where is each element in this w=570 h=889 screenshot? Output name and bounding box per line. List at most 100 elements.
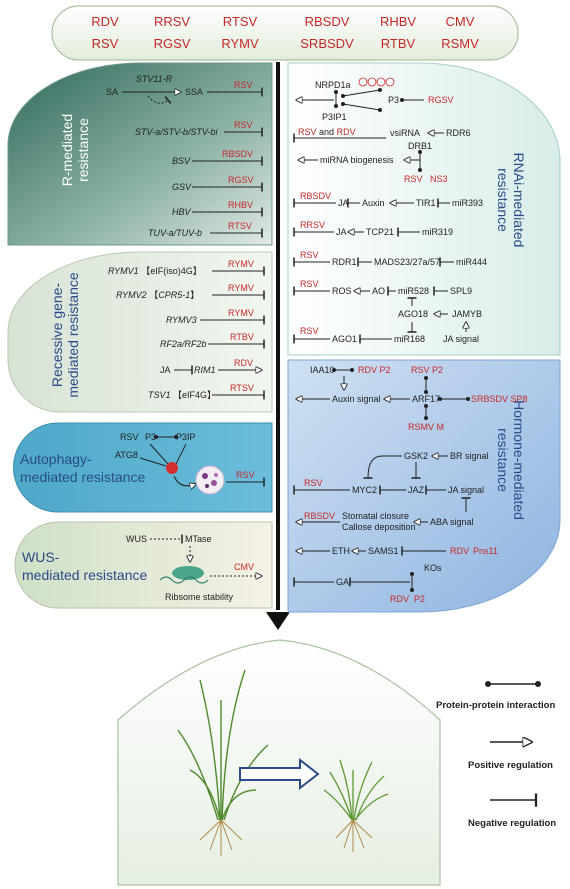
central-arrow-head [266,612,290,630]
node-aba-signal: ABA signal [430,517,474,527]
node-p3: P3 [388,95,399,105]
virus-tag: RYMV [228,308,254,318]
node-gsk2: GSK2 [404,451,428,461]
node-wus: WUS [126,534,147,544]
gene-label: TSV1 【eIF4G】 [148,390,216,400]
gene-label: RYMV1 【eIF(iso)4G】 [108,266,202,276]
node-ja-signal: JA signal [448,485,484,495]
ribosome-icon [172,566,204,580]
virus-tag: RTSV [230,383,254,393]
virus-tag: RTSV [228,221,252,231]
node-mir319: miR319 [422,227,453,237]
roots-icon [199,819,243,856]
gene-label: RYMV3 [166,315,197,325]
virus-tag: RGSV [228,175,254,185]
node-tcp21: TCP21 [366,227,394,237]
hormone-title: Hormone-mediated [511,400,527,520]
virus-panel: RDV RRSV RTSV RBSDV RHBV CMV RSV RGSV RY… [51,5,519,61]
node-iaa10: IAA10 [310,365,335,375]
node-mads: MADS23/27a/57 [374,257,440,267]
node-mir528: miR528 [398,286,429,296]
virus-tag: RSV [234,80,253,90]
virus-tag: RSV [234,120,253,130]
virus-tag: RSV [300,250,319,260]
virus-tag: RHBV [228,200,253,210]
virus-label: SRBSDV [300,36,354,51]
r-mediated-title: resistance [75,118,91,182]
rice-plant-resistant-icon [323,759,389,821]
node-stomatal: Stomatal closure [342,511,409,521]
node-mir393: miR393 [452,198,483,208]
legend: Protein-protein interaction Positive reg… [436,681,556,829]
virus-label: CMV [446,14,475,29]
gene-label: RIM1 [194,365,216,375]
virus-label: RHBV [380,14,416,29]
virus-tag: RSV [404,174,423,184]
node-rdr6: RDR6 [446,128,471,138]
node-kos: KOs [424,563,442,573]
virus-tag: RSV [304,478,323,488]
virus-label: RBSDV [305,14,350,29]
node-ga: GA [336,577,349,587]
node-jamyb: JAMYB [452,309,482,319]
wus-title: mediated resistance [22,567,148,583]
node-mir444: miR444 [456,257,487,267]
recessive-title: mediated resistance [65,272,81,398]
roots-icon [335,819,373,852]
virus-tag: RRSV [300,220,325,230]
virus-tag: NS3 [430,174,448,184]
rnai-title: resistance [495,168,511,232]
virus-tag: RSMV M [408,422,444,432]
virus-label: RGSV [154,36,191,51]
ribosome-label: Ribsome stability [165,592,234,602]
wus-panel: WUS- mediated resistance WUS MTase CMV R… [14,521,273,609]
node-spl9: SPL9 [450,286,472,296]
legend-negative: Negative regulation [468,818,556,829]
virus-tag: RSV P2 [411,365,443,375]
r-mediated-title: R-mediated [59,114,75,186]
virus-tag: RTBV [230,332,254,342]
node-auxin-signal: Auxin signal [332,394,381,404]
autophagy-title: Autophagy- [20,451,92,467]
virus-tag: RSV [300,279,319,289]
wus-title: WUS- [22,549,60,565]
node-ja: JA [160,365,171,375]
virus-tag: RYMV [228,259,254,269]
virus-label: RSMV [441,36,479,51]
node-auxin: Auxin [362,198,385,208]
virus-label: RSV [92,36,119,51]
node-ja: JA [338,198,349,208]
gene-label: RYMV2 【CPR5-1】 [116,290,199,300]
r-mediated-panel: R-mediated resistance STV11-R SA SSA RSV… [7,62,273,246]
hormone-title: resistance [495,428,511,492]
node-eth: ETH [332,546,350,556]
virus-tag: RBSDV [300,191,331,201]
autophagy-panel: Autophagy- mediated resistance RSV P3 P3… [13,422,273,513]
gene-label: BSV [172,156,191,166]
node-atg8: ATG8 [115,450,138,460]
virus-tag: RBSDV [222,149,253,159]
node-rsv: RSV [120,432,139,442]
virus-label: RYMV [221,36,259,51]
node-p3: P3 [145,432,156,442]
node-ao: AO [372,286,385,296]
autophagy-title: mediated resistance [20,469,146,485]
node-ago18: AGO18 [398,309,428,319]
virus-label: RTBV [381,36,416,51]
virus-tag: RGSV [428,95,454,105]
node-myc2: MYC2 [352,485,377,495]
virus-tag: RSV [300,326,319,336]
node-drb1: DRB1 [408,141,432,151]
virus-tag: RSV [236,470,255,480]
node-br-signal: BR signal [450,451,489,461]
autophagy-complex [166,462,178,474]
virus-tag: RDV [234,358,253,368]
node-tir1: TIR1 [416,198,436,208]
rnai-panel: RNAi-mediated resistance NRPD1a P3 RGSV … [287,62,561,356]
node-ja-signal: JA signal [443,334,479,344]
virus-label: RRSV [154,14,190,29]
autophagosome [195,465,225,495]
gene-label: STV11-R [136,74,173,84]
transition-arrow-icon [239,757,320,791]
virus-tag: Pns11 [473,546,498,556]
